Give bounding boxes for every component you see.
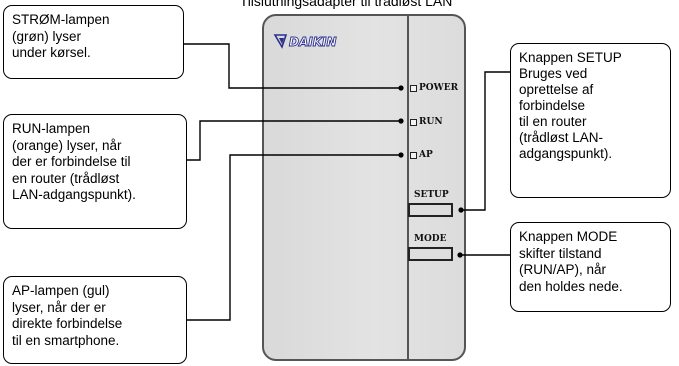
setup-button-callout: Knappen SETUP Bruges ved oprettelse af f… <box>510 43 671 198</box>
mode-button[interactable] <box>408 247 453 261</box>
setup-label: SETUP <box>414 190 449 200</box>
callout-line: til en router <box>519 114 587 129</box>
callout-line: den holdes nede. <box>519 278 623 294</box>
wireless-lan-adapter <box>262 14 466 361</box>
ap-leader-dot <box>398 152 404 158</box>
callout-line: (RUN/AP), når <box>519 262 607 277</box>
callout-line: AP-lampen (gul) <box>12 283 110 298</box>
setup-leader-line <box>462 71 510 211</box>
callout-line: adgangspunkt). <box>519 146 613 161</box>
callout-line: oprettelse af <box>519 82 594 97</box>
callout-line: (grøn) lyser <box>12 28 82 44</box>
callout-line: skifter tilstand <box>519 245 602 261</box>
mode-button-callout: Knappen MODE skifter tilstand (RUN/AP), … <box>510 222 671 312</box>
mode-leader-dot <box>457 252 463 258</box>
power-lamp <box>410 85 417 92</box>
ap-lamp <box>410 152 417 159</box>
ap-leader-line <box>186 154 400 321</box>
mode-label: MODE <box>414 234 447 244</box>
callout-line: (orange) lyser, når <box>12 137 122 153</box>
callout-line: Knappen SETUP <box>519 50 622 65</box>
callout-line: en router (trådløst <box>12 170 120 186</box>
run-leader-line <box>186 120 400 161</box>
callout-line: forbindelse <box>519 98 586 113</box>
callout-line: direkte forbindelse <box>12 316 123 331</box>
callout-line: (trådløst LAN- <box>519 130 604 145</box>
power-leader-line <box>183 43 400 89</box>
setup-leader-dot <box>458 207 464 213</box>
callout-line: til en smartphone. <box>12 332 120 348</box>
callout-line: LAN-adgangspunkt). <box>12 187 136 202</box>
run-label: RUN <box>419 117 443 127</box>
run-lamp-callout: RUN-lampen (orange) lyser, når der er fo… <box>3 114 187 229</box>
power-label: POWER <box>419 83 459 93</box>
run-lamp <box>410 119 417 126</box>
callout-line: Bruges ved <box>519 66 588 81</box>
setup-button[interactable] <box>408 203 453 217</box>
diagram-title: Tilslutningsadapter til trådløst LAN <box>239 0 453 9</box>
power-leader-dot <box>398 85 404 91</box>
run-leader-dot <box>398 118 404 124</box>
power-lamp-callout: STRØM-lampen (grøn) lyser under kørsel. <box>3 5 184 79</box>
callout-line: Knappen MODE <box>519 229 618 244</box>
adapter-panel-seam <box>407 16 409 359</box>
ap-lamp-callout: AP-lampen (gul) lyser, når der er direkt… <box>3 276 187 364</box>
callout-line: lyser, når der er <box>12 299 106 315</box>
callout-line: under kørsel. <box>12 45 91 60</box>
ap-label: AP <box>419 150 433 160</box>
callout-line: STRØM-lampen <box>12 12 110 27</box>
daikin-logo-text: DAIKIN <box>289 35 337 49</box>
daikin-logo: DAIKIN <box>273 34 337 49</box>
callout-line: der er forbindelse til <box>12 154 131 169</box>
callout-line: RUN-lampen <box>12 121 91 136</box>
